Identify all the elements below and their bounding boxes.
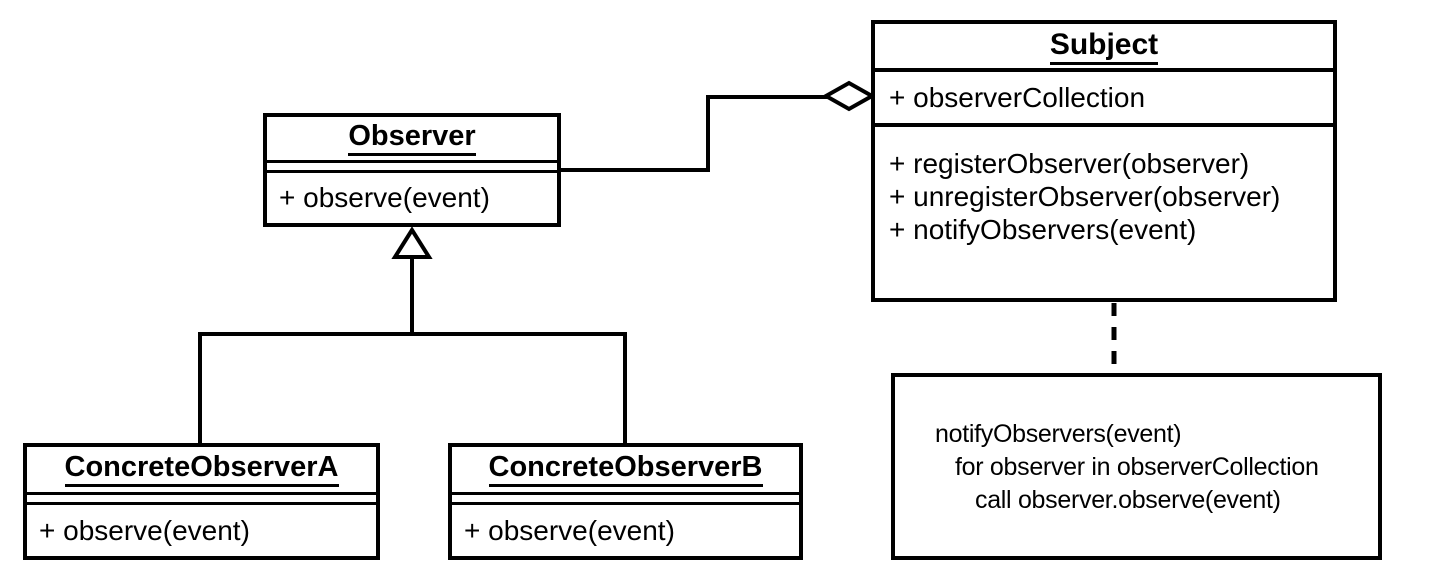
observer-attributes-compartment [267, 163, 557, 173]
concrete-observer-b-attributes-compartment [452, 495, 799, 505]
note-line-call: call observer.observe(event) [975, 486, 1281, 514]
subject-method-register: + registerObserver(observer) [889, 148, 1250, 179]
subject-title-label: Subject [1049, 28, 1159, 65]
observer-method-label: + observe(event) [279, 182, 490, 213]
observer-title-label: Observer [348, 120, 476, 157]
subject-class: Subject + observerCollection + registerO… [871, 20, 1337, 302]
concrete-observer-b-method-label: + observe(event) [464, 514, 675, 546]
concrete-observer-b-methods-compartment: + observe(event) [452, 505, 799, 556]
concrete-observer-a-class: ConcreteObserverA + observe(event) [23, 443, 380, 560]
aggregation-connector-line [558, 95, 828, 172]
concrete-observer-a-attributes-compartment [27, 495, 376, 505]
aggregation-diamond-icon [821, 80, 877, 112]
subject-attributes-compartment: + observerCollection [875, 72, 1333, 127]
concrete-observer-a-methods-compartment: + observe(event) [27, 505, 376, 556]
pseudocode-note: notifyObservers(event) for observer in o… [891, 373, 1382, 560]
concrete-observer-b-title: ConcreteObserverB [452, 447, 799, 495]
observer-class-title: Observer [267, 117, 557, 163]
subject-methods-compartment: + registerObserver(observer) + unregiste… [875, 127, 1333, 298]
note-line-signature: notifyObservers(event) [935, 420, 1182, 448]
concrete-observer-a-title: ConcreteObserverA [27, 447, 376, 495]
subject-method-notify: + notifyObservers(event) [889, 214, 1197, 245]
note-line-loop: for observer in observerCollection [955, 453, 1319, 481]
concrete-observer-b-class: ConcreteObserverB + observe(event) [448, 443, 803, 560]
observer-methods-compartment: + observe(event) [267, 173, 557, 223]
concrete-observer-a-title-label: ConcreteObserverA [64, 451, 339, 488]
observer-class: Observer + observe(event) [263, 113, 561, 227]
concrete-observer-b-title-label: ConcreteObserverB [488, 451, 763, 488]
subject-class-title: Subject [875, 24, 1333, 72]
subject-method-unregister: + unregisterObserver(observer) [889, 181, 1281, 212]
inheritance-triangle-icon [391, 226, 433, 259]
concrete-observer-a-method-label: + observe(event) [39, 514, 250, 546]
subject-attribute-label: + observerCollection [889, 81, 1146, 113]
